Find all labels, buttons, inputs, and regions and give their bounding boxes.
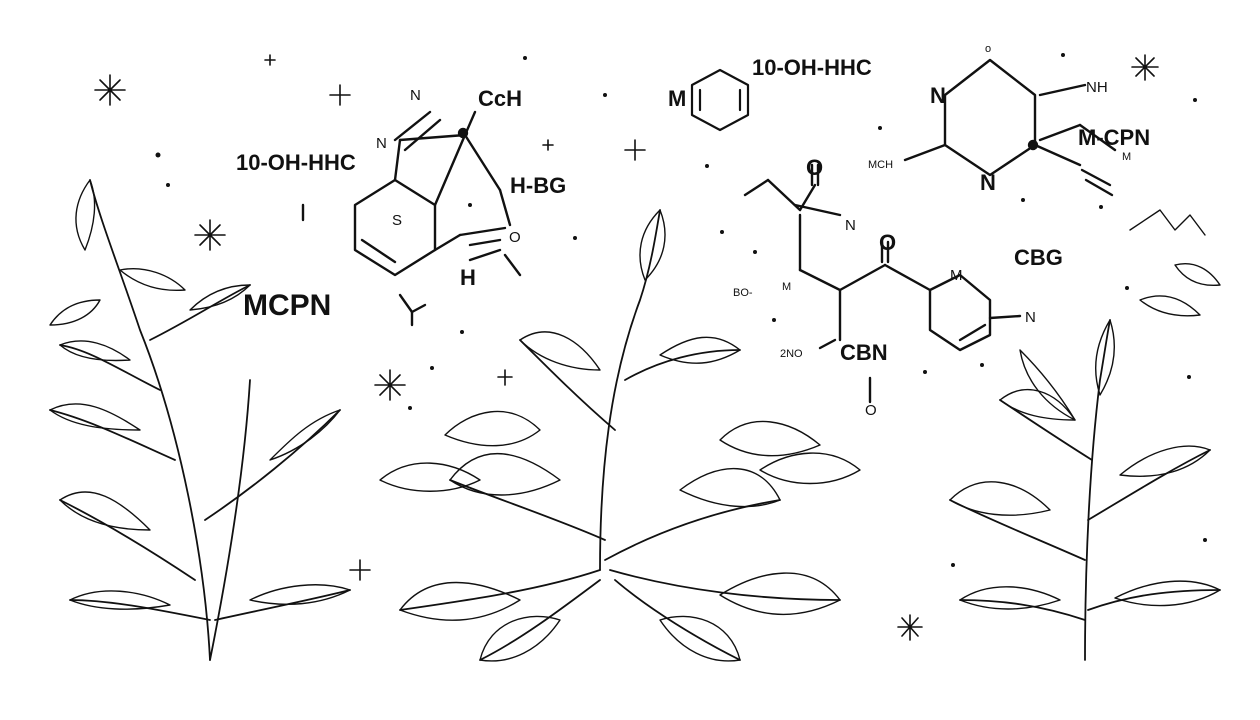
atom-nh: NH — [1086, 79, 1108, 96]
atom-n-4: N — [980, 170, 996, 195]
label-cbn: CBN — [840, 340, 888, 365]
top-benzene — [690, 68, 750, 132]
label-mcpn-left: MCPN — [243, 289, 331, 322]
atom-n-2: N — [376, 135, 387, 152]
label-10-oh-hhc-left: 10-OH-HHC — [236, 150, 356, 175]
right-plant-leaves — [949, 319, 1221, 610]
atom-m-3: M — [782, 281, 791, 293]
label-10-oh-hhc-right: 10-OH-HHC — [752, 55, 872, 80]
atom-o-1: O — [509, 229, 521, 246]
label-cbg: CBG — [1014, 245, 1063, 270]
atom-bo: BO- — [733, 287, 753, 299]
label-cch: CcH — [478, 86, 522, 111]
left-molecule — [301, 110, 522, 327]
atom-n-3: N — [930, 83, 946, 108]
dots — [155, 53, 1207, 567]
atom-o-4: O — [865, 402, 877, 419]
label-m-cpn-right: M-CPN — [1078, 125, 1150, 150]
atom-m-1: M — [668, 86, 686, 111]
sparkles — [94, 54, 1159, 641]
label-h-bg: H-BG — [510, 173, 566, 198]
atom-o-3: O — [879, 230, 896, 255]
atom-n-5: N — [845, 217, 856, 234]
center-plant — [399, 209, 841, 661]
atom-o-2: O — [806, 155, 823, 180]
atom-mch: MCH — [868, 159, 893, 171]
atom-n-6: N — [1025, 309, 1036, 326]
top-right-sprigs — [1129, 209, 1221, 317]
center-plant-leaves — [379, 209, 861, 662]
atom-2no: 2NO — [780, 348, 803, 360]
left-plant-leaves — [49, 179, 351, 610]
top-right-molecule — [903, 58, 1117, 197]
left-plant — [49, 179, 351, 661]
atom-n-1: N — [410, 87, 421, 104]
atom-s: S — [392, 212, 402, 229]
middle-right-molecule — [743, 163, 1022, 404]
atom-o-5: o — [985, 43, 991, 55]
atom-m-2: M — [950, 267, 963, 284]
right-plant — [949, 319, 1221, 661]
atom-h: H — [460, 265, 476, 290]
atom-m-4: M — [1122, 151, 1131, 163]
